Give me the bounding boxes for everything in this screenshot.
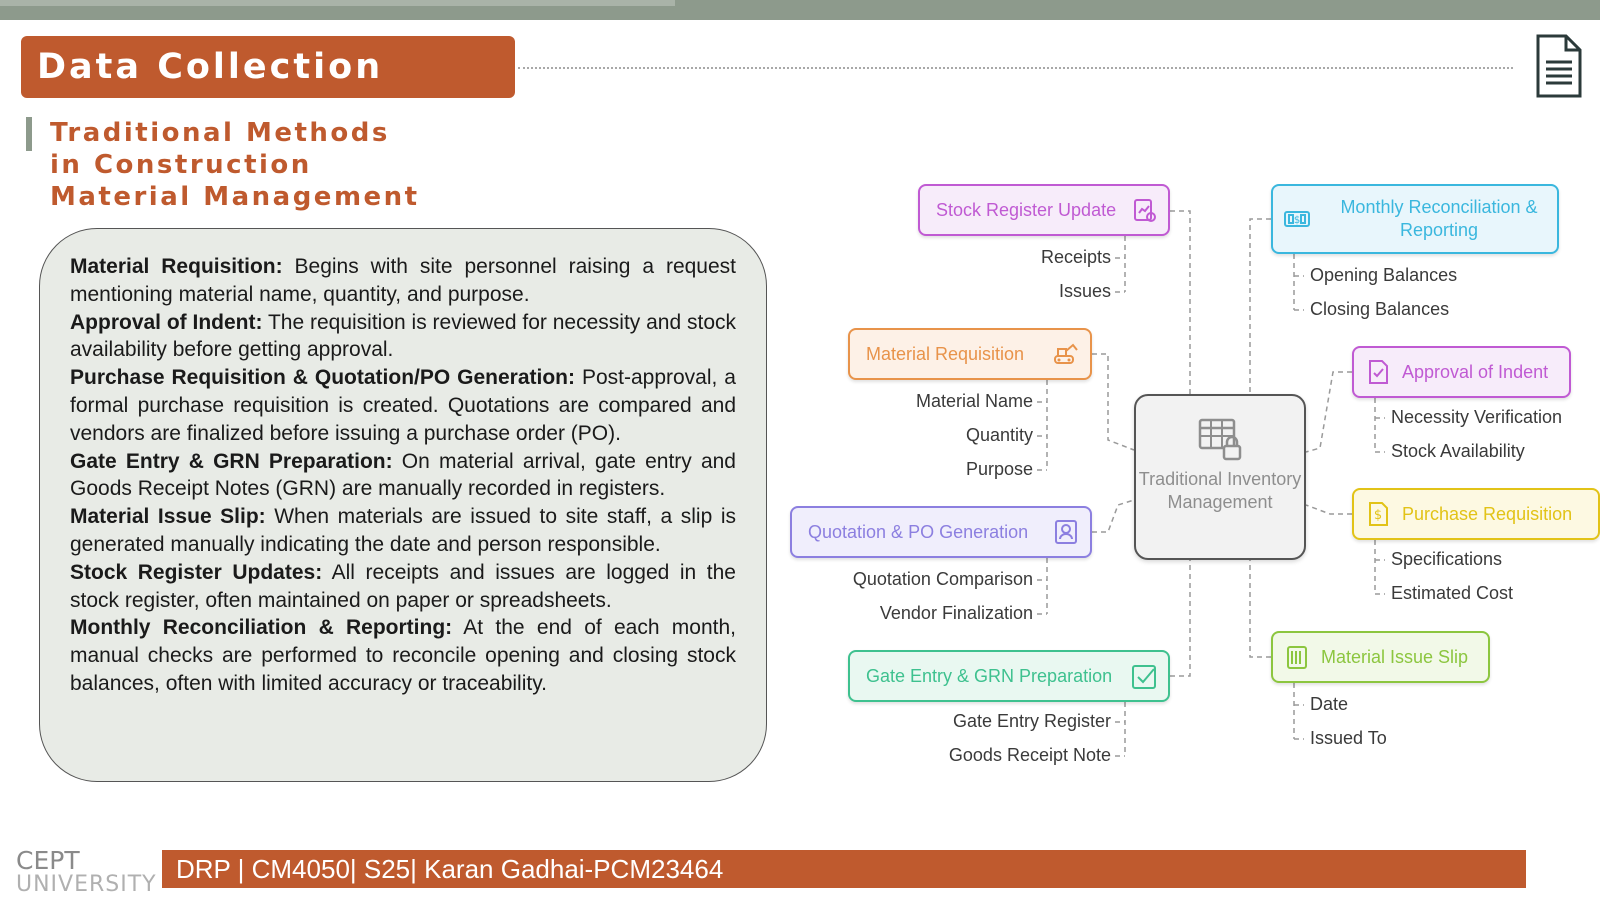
mindmap-node: Stock Register Update xyxy=(918,184,1170,236)
mindmap-leaf: Date xyxy=(1310,694,1349,714)
mindmap-leaf: Estimated Cost xyxy=(1391,583,1514,603)
mindmap-node-label: Stock Register Update xyxy=(936,199,1117,220)
description-item: Purchase Requisition & Quotation/PO Gene… xyxy=(70,364,736,447)
badge-person-icon xyxy=(1052,518,1080,546)
mindmap-leaf: Opening Balances xyxy=(1310,265,1458,285)
mindmap-leaf: Material Name xyxy=(915,391,1033,411)
footer-bar: DRP | CM4050| S25| Karan Gadhai-PCM23464 xyxy=(162,850,1526,888)
svg-text:$: $ xyxy=(1294,215,1300,226)
mindmap-leaf: Stock Availability xyxy=(1391,441,1525,461)
mindmap-node: Material Requisition xyxy=(848,328,1092,380)
mindmap-node: Approval of Indent xyxy=(1352,346,1571,398)
university-logo-text: UNIVERSITY xyxy=(16,872,157,897)
mindmap-node: Quotation & PO Generation xyxy=(790,506,1092,558)
description-item: Stock Register Updates: All receipts and… xyxy=(70,559,736,615)
mindmap-leaf: Closing Balances xyxy=(1310,299,1450,319)
mindmap-leaf: Quotation Comparison xyxy=(852,569,1033,589)
receipt-icon xyxy=(1283,643,1311,671)
description-item: Material Issue Slip: When materials are … xyxy=(70,503,736,559)
document-icon xyxy=(1536,34,1582,98)
description-panel: Material Requisition: Begins with site p… xyxy=(39,228,767,782)
excavator-icon xyxy=(1052,340,1080,368)
table-lock-icon xyxy=(1198,418,1242,461)
description-term: Material Issue Slip: xyxy=(70,505,266,529)
connector-line xyxy=(1249,218,1271,394)
mindmap-leaf: Issued To xyxy=(1310,728,1387,748)
mindmap-center-label: Traditional Inventory Management xyxy=(1138,469,1302,512)
description-term: Material Requisition: xyxy=(70,255,283,278)
document-check-icon xyxy=(1364,358,1392,386)
subtitle-accent-bar xyxy=(26,117,32,151)
top-bar-accent xyxy=(0,0,675,6)
description-text: When materials are issued to site staff,… xyxy=(70,505,736,556)
cash-icon: $ xyxy=(1283,205,1311,233)
connector-line xyxy=(1170,560,1191,677)
clipboard-chart-icon xyxy=(1130,196,1158,224)
mindmap-node-label: Quotation & PO Generation xyxy=(808,521,1029,542)
connector-line xyxy=(1092,353,1135,451)
description-text: All receipts and issues are logged in th… xyxy=(70,560,736,612)
mindmap-leaf: Vendor Finalization xyxy=(879,603,1033,623)
slide-title: Data Collection xyxy=(21,36,515,98)
mindmap-node: Gate Entry & GRN Preparation xyxy=(848,650,1170,702)
mindmap-leaf: Goods Receipt Note xyxy=(948,745,1111,765)
mindmap-leaf: Receipts xyxy=(1040,247,1111,267)
mindmap-node-label: Monthly Reconciliation & Reporting xyxy=(1340,197,1538,240)
description-item: Material Requisition: Begins with site p… xyxy=(70,253,736,309)
connector-line xyxy=(1092,499,1135,533)
mindmap-leaf: Purpose xyxy=(965,459,1033,479)
mindmap-leaf: Specifications xyxy=(1391,549,1503,569)
description-term: Gate Entry & GRN Preparation: xyxy=(70,449,393,473)
mindmap-node: $ Purchase Requisition xyxy=(1352,488,1600,540)
dollar-document-icon: $ xyxy=(1364,500,1392,528)
svg-text:$: $ xyxy=(1374,508,1382,523)
connector-line xyxy=(1249,560,1271,658)
description-term: Monthly Reconciliation & Reporting: xyxy=(70,616,453,640)
mindmap-leaf: Issues xyxy=(1058,281,1111,301)
mindmap-node: Material Issue Slip xyxy=(1271,631,1490,683)
description-item: Monthly Reconciliation & Reporting: At t… xyxy=(70,614,736,697)
title-divider xyxy=(518,67,1513,69)
mindmap-center-node: Traditional Inventory Management xyxy=(1134,394,1306,560)
connector-line xyxy=(1305,371,1352,453)
mindmap-leaf: Gate Entry Register xyxy=(952,711,1111,731)
cept-logo: CEPT xyxy=(16,846,80,875)
mindmap-node-label: Material Requisition xyxy=(866,343,1025,364)
mindmap-node-label: Gate Entry & GRN Preparation xyxy=(866,665,1113,686)
connector-line xyxy=(1170,210,1191,394)
mindmap-node-label: Purchase Requisition xyxy=(1402,503,1573,524)
mindmap-node-label: Approval of Indent xyxy=(1402,361,1549,382)
checkbox-icon xyxy=(1130,662,1158,690)
description-text: On material arrival, gate entry and Good… xyxy=(70,449,736,501)
mindmap-leaf: Necessity Verification xyxy=(1391,407,1563,427)
description-item: Approval of Indent: The requisition is r… xyxy=(70,309,736,365)
description-text: The requisition is reviewed for necessit… xyxy=(70,310,737,362)
slide-subtitle: Traditional Methods in Construction Mate… xyxy=(50,118,420,212)
description-term: Purchase Requisition & Quotation/PO Gene… xyxy=(70,366,576,390)
mindmap-node-label: Material Issue Slip xyxy=(1321,646,1469,667)
mindmap-leaf: Quantity xyxy=(965,425,1033,445)
description-term: Approval of Indent: xyxy=(70,310,263,334)
description-text: Begins with site personnel raising a req… xyxy=(70,255,736,306)
description-item: Gate Entry & GRN Preparation: On materia… xyxy=(70,448,736,504)
mindmap-node: $ Monthly Reconciliation & Reporting xyxy=(1271,184,1559,254)
connector-line xyxy=(1305,504,1352,515)
description-term: Stock Register Updates: xyxy=(70,560,323,584)
description-text: At the end of each month, manual checks … xyxy=(70,616,737,695)
description-text: Post-approval, a formal purchase requisi… xyxy=(70,366,736,445)
